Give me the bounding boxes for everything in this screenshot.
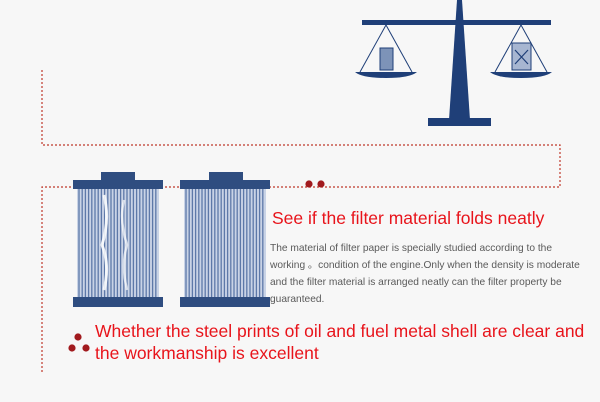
dotted-connector [41,70,561,372]
section-heading: Whether the steel prints of oil and fuel… [95,321,585,363]
bullet-dots-icon [68,333,90,352]
section-heading: See if the filter material folds neatly [272,208,545,228]
filter-cartridge-icon [180,172,270,307]
bullet-dots-icon [305,180,325,188]
balance-scale-icon [355,0,552,126]
section-body: The material of filter paper is speciall… [270,243,580,305]
filter-cartridge-icon [73,172,163,307]
